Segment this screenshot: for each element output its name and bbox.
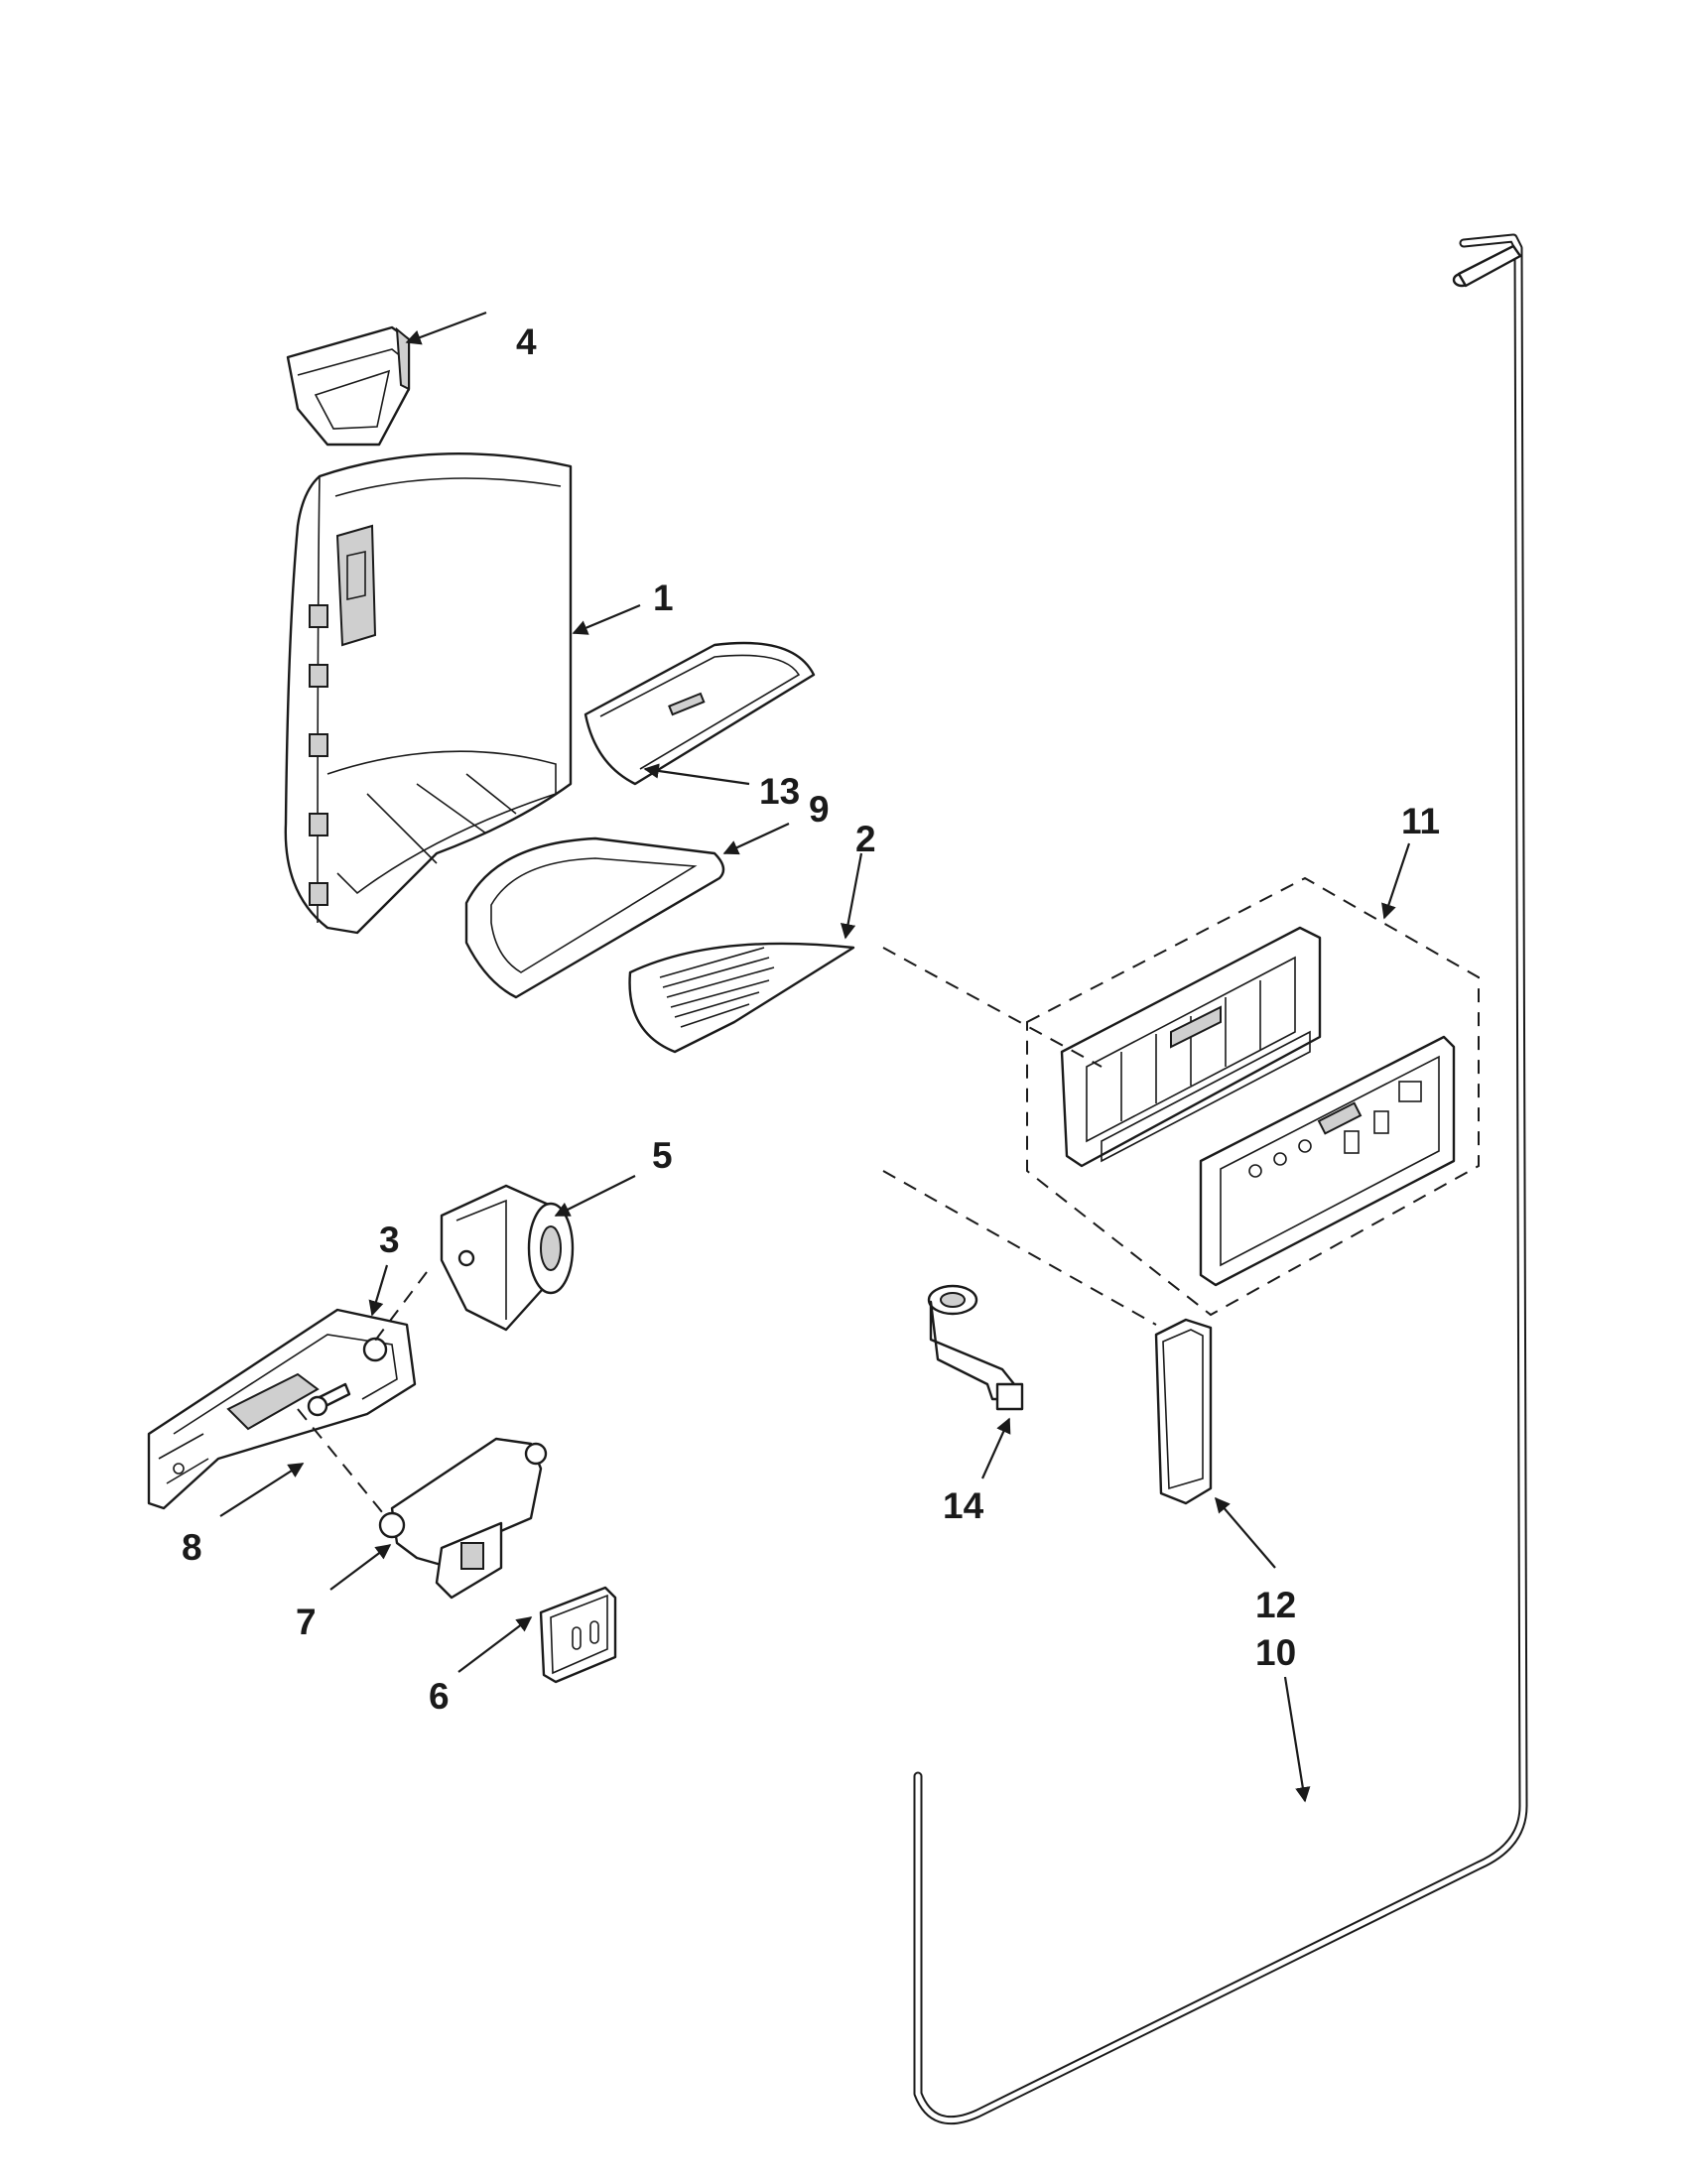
callout-8: 8: [182, 1527, 202, 1568]
part-3-dispenser-bracket: [147, 1308, 417, 1510]
leader-1: [572, 603, 641, 635]
part-8-screw: [307, 1382, 351, 1417]
part-11-control-panel-assembly: [1026, 876, 1480, 1317]
leader-11: [1381, 842, 1411, 920]
callout-13: 13: [759, 771, 800, 812]
callout-5: 5: [652, 1135, 673, 1176]
leader-9: [722, 823, 790, 855]
part-4-chute-cap: [286, 325, 411, 447]
callout-7: 7: [296, 1602, 317, 1642]
part-13-upper-tray: [584, 641, 816, 786]
leader-3: [368, 1264, 389, 1317]
part-7-actuator: [378, 1437, 548, 1600]
alignment-line-motor: [371, 1271, 428, 1346]
leader-12: [1214, 1496, 1276, 1569]
part-2-drip-grille: [628, 942, 855, 1054]
part-10-water-tube: [913, 233, 1528, 2125]
alignment-line-lower: [882, 1170, 1157, 1326]
alignment-line-upper: [882, 947, 1103, 1068]
callout-3: 3: [379, 1220, 400, 1260]
part-5-motor: [440, 1184, 575, 1332]
leader-6: [457, 1616, 533, 1673]
callout-1: 1: [653, 578, 674, 618]
callout-9: 9: [809, 789, 830, 830]
callout-10: 10: [1255, 1632, 1296, 1673]
callout-4: 4: [516, 321, 537, 362]
leader-13: [643, 763, 750, 786]
leader-7: [329, 1544, 392, 1591]
callout-6: 6: [429, 1676, 450, 1717]
callout-11: 11: [1401, 801, 1440, 841]
callout-2: 2: [855, 819, 876, 859]
part-6-pad: [539, 1586, 617, 1684]
part-1-chute-housing: [284, 451, 573, 935]
leader-4: [405, 311, 487, 345]
leader-5: [554, 1175, 636, 1217]
callout-14: 14: [943, 1485, 984, 1526]
leader-8: [219, 1463, 305, 1517]
leader-2: [840, 852, 863, 940]
part-14-water-nozzle: [927, 1284, 1024, 1411]
leader-14: [980, 1417, 1011, 1479]
leader-10: [1283, 1676, 1311, 1803]
part-12-insert: [1154, 1318, 1213, 1505]
part-9-drip-tray-frame: [464, 836, 725, 999]
callout-12: 12: [1255, 1585, 1296, 1625]
